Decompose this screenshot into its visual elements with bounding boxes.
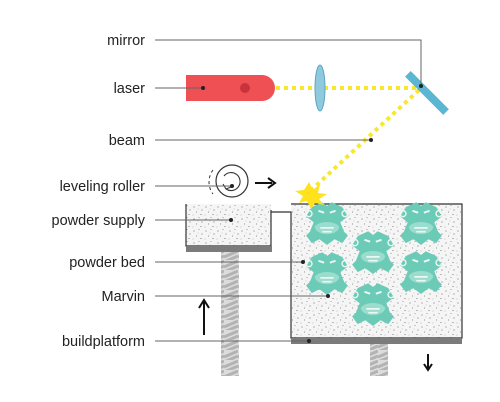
laser-body bbox=[186, 75, 275, 101]
roller-direction-arrow bbox=[267, 177, 277, 189]
label-beam: beam bbox=[109, 133, 145, 149]
label-powder-supply: powder supply bbox=[52, 213, 146, 229]
laser-beam bbox=[276, 86, 421, 196]
build-screw bbox=[370, 344, 388, 376]
spark bbox=[295, 182, 327, 209]
label-marvin: Marvin bbox=[101, 289, 145, 305]
laser-aperture bbox=[240, 83, 250, 93]
supply-platform bbox=[186, 246, 272, 252]
label-leveling-roller: leveling roller bbox=[60, 179, 146, 195]
mirror bbox=[405, 71, 449, 115]
label-mirror: mirror bbox=[107, 33, 145, 49]
label-buildplatform: buildplatform bbox=[62, 334, 145, 350]
supply-screw bbox=[221, 252, 239, 376]
label-powder-bed: powder bed bbox=[69, 255, 145, 271]
powder-supply-box bbox=[186, 204, 271, 246]
lens bbox=[314, 64, 326, 112]
leader-lines bbox=[155, 39, 423, 343]
label-laser: laser bbox=[114, 81, 146, 97]
leveling-roller bbox=[208, 164, 249, 198]
build-platform bbox=[291, 338, 462, 344]
